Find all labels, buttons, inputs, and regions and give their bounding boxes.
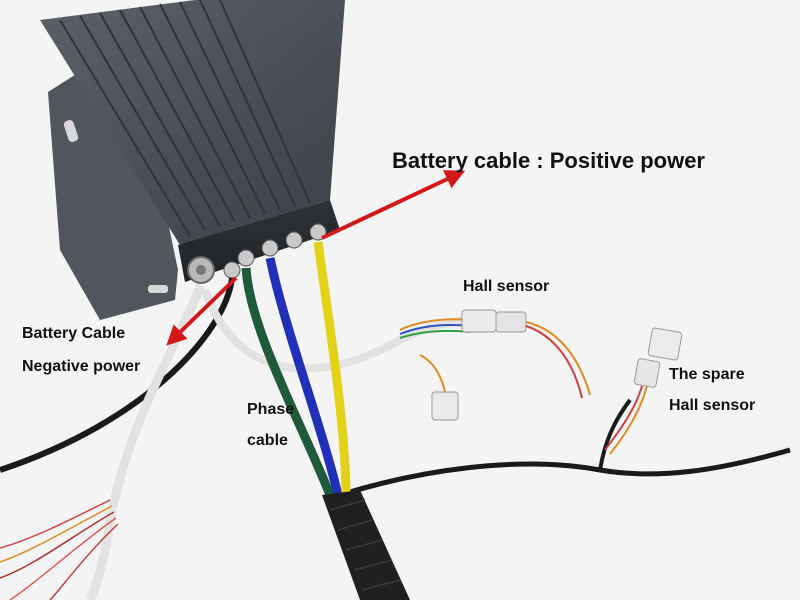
label-battery-positive: Battery cable : Positive power [392,148,705,173]
flange-slot [148,285,168,293]
spare-hall-black-wire [598,398,632,471]
label-hall-sensor: Hall sensor [463,278,550,295]
label-phase-line1: Phase [247,401,295,418]
label-battery-negative-line1: Battery Cable [22,325,126,342]
heatsink-fins [59,0,311,237]
mounting-flange [48,40,178,320]
flange-slot [63,120,79,142]
controller-body [40,0,345,245]
hall-sensor-connector [399,309,591,399]
phase-cable-yellow [313,241,351,496]
arrow-negative [166,276,238,346]
label-spare-hall-line2: Hall sensor [669,397,756,414]
power-terminals [187,223,327,284]
phase-cable-green [241,267,335,497]
arrow-positive [321,170,466,240]
label-spare-hall-line1: The spare [669,366,745,383]
label-battery-negative-line2: Negative power [22,358,141,375]
label-phase-line2: cable [247,432,288,449]
phase-cable-blue [265,257,343,497]
spare-hall-connector [604,327,683,455]
signal-wire-fan [0,499,119,600]
sleeve-weave [329,499,401,591]
controller-end-cap [178,200,340,282]
extra-connector [419,354,459,421]
black-cable [0,277,235,473]
white-cable-hall [201,288,481,373]
black-harness [339,447,791,498]
